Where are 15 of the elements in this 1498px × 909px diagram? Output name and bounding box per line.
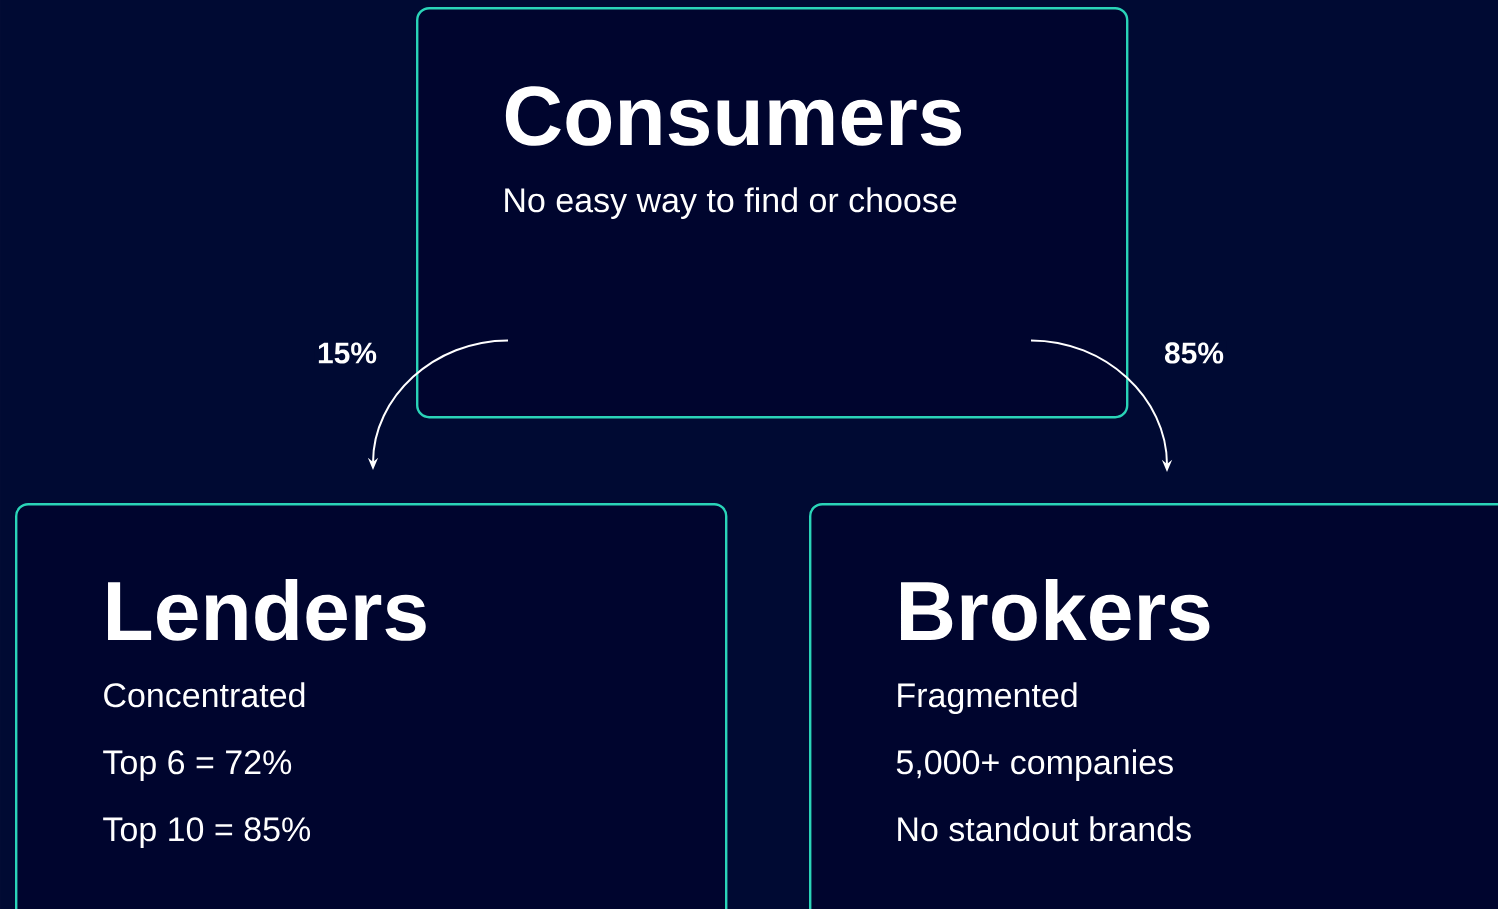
- card-text: No standout brands: [898, 816, 1191, 842]
- edge-label: 85%: [1162, 340, 1227, 366]
- card-text: Fragmented: [898, 682, 1077, 715]
- card-text: 5,000+ companies: [896, 749, 1173, 782]
- card: [809, 503, 1498, 909]
- card-heading: Brokers: [901, 579, 1210, 641]
- card-text: Top 6 = 72%: [103, 750, 292, 782]
- card-text: No easy way to find or choose: [505, 187, 957, 220]
- card-text: Concentrated: [104, 682, 305, 708]
- card: [416, 7, 1129, 419]
- card-heading: Consumers: [505, 86, 962, 146]
- card: [15, 503, 728, 909]
- edge-label: 15%: [315, 340, 380, 366]
- card-heading: Lenders: [108, 579, 426, 641]
- card-text: Top 10 = 85%: [103, 817, 310, 849]
